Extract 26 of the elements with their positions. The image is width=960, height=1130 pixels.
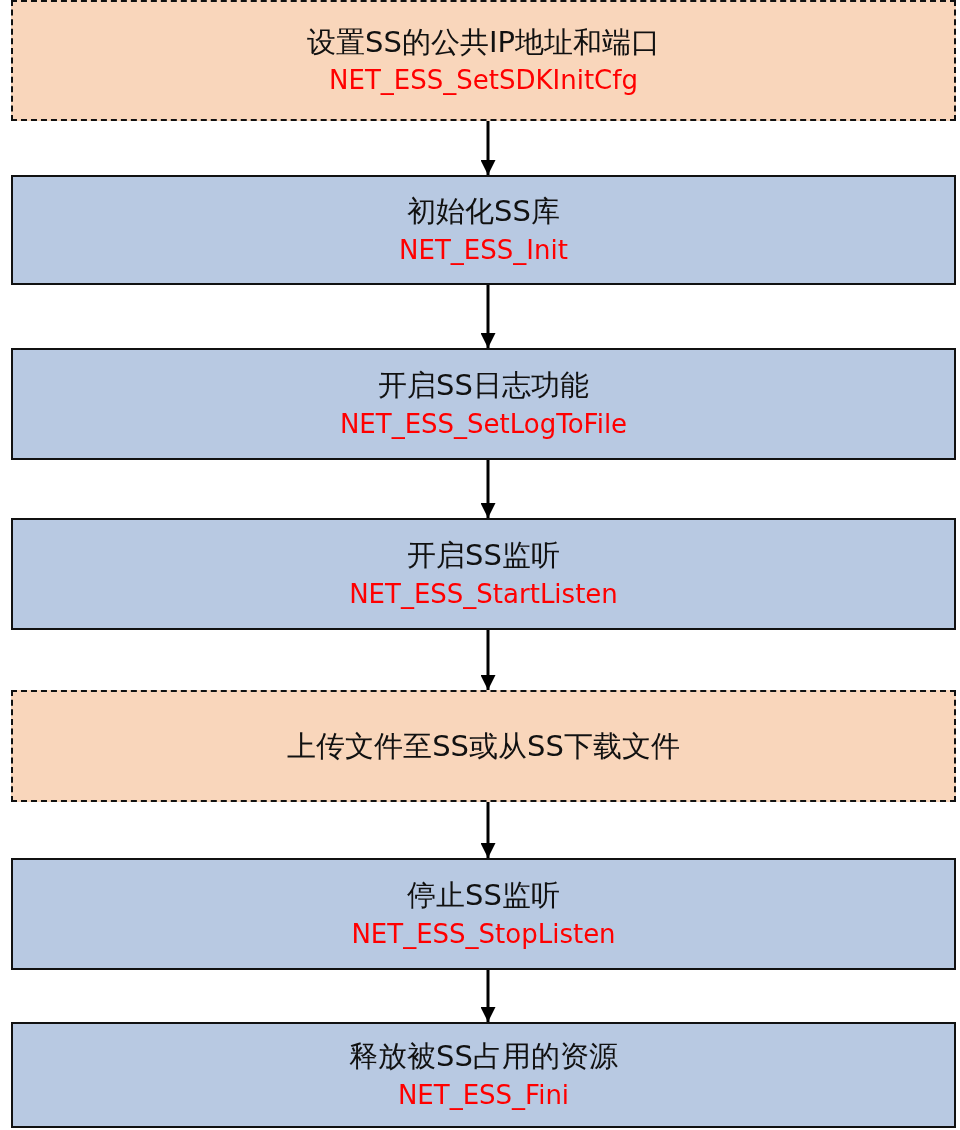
- arrow: [480, 121, 496, 175]
- arrow: [480, 802, 496, 858]
- function-name: NET_ESS_Init: [399, 234, 568, 266]
- function-name: NET_ESS_SetLogToFile: [339, 408, 628, 440]
- arrow: [480, 460, 496, 518]
- arrow: [480, 285, 496, 348]
- step-title: 开启SS日志功能: [378, 368, 589, 403]
- optional-step-box: [11, 690, 956, 802]
- step-title: 释放被SS占用的资源: [349, 1039, 618, 1074]
- step-title: 开启SS监听: [407, 538, 560, 573]
- optional-step-box: [11, 0, 956, 121]
- function-name: NET_ESS_SetSDKInitCfg: [329, 65, 638, 97]
- step-title: 设置SS的公共IP地址和端口: [307, 24, 660, 60]
- process-box: [11, 858, 956, 970]
- function-name: NET_ESS_Fini: [397, 1079, 570, 1111]
- step-title: 初始化SS库: [407, 194, 560, 229]
- arrow: [480, 970, 496, 1022]
- process-box: [11, 348, 956, 460]
- function-name: NET_ESS_StartListen: [349, 578, 618, 610]
- function-name: NET_ESS_StopListen: [351, 918, 616, 950]
- process-box: [11, 1022, 956, 1128]
- arrow: [480, 630, 496, 690]
- step-title: 停止SS监听: [407, 878, 560, 913]
- step-title: 上传文件至SS或从SS下载文件: [287, 728, 680, 764]
- process-box: [11, 518, 956, 630]
- process-box: [11, 175, 956, 285]
